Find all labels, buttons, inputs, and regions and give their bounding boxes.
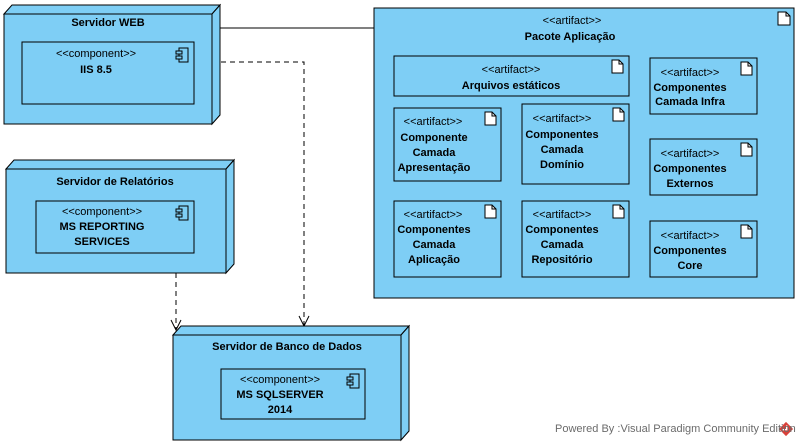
- artifact-componentes-externos[interactable]: <<artifact>> Componentes Externos: [649, 138, 758, 196]
- component-ms-sqlserver[interactable]: <<component>> MS SQLSERVER 2014: [220, 368, 366, 420]
- watermark: Powered By :Visual Paradigm Community Ed…: [555, 423, 796, 435]
- artifact-stereotype: <<artifact>>: [533, 209, 592, 221]
- node-servidor-web[interactable]: Servidor WEB <<component>> IIS 8.5: [2, 3, 222, 126]
- component-iis[interactable]: <<component>> IIS 8.5: [21, 41, 195, 105]
- node-title: Servidor de Banco de Dados: [212, 341, 362, 353]
- artifact-name: Arquivos estáticos: [462, 80, 560, 92]
- artifact-camada-aplicacao[interactable]: <<artifact>> Componentes Camada Aplicaçã…: [393, 200, 502, 278]
- component-name: IIS 8.5: [80, 64, 112, 76]
- watermark-prefix: Powered By: [555, 423, 615, 435]
- artifact-name-line2: Camada: [541, 144, 585, 156]
- artifact-componentes-core[interactable]: <<artifact>> Componentes Core: [649, 220, 758, 278]
- component-name-line1: MS REPORTING: [60, 221, 145, 233]
- artifact-stereotype: <<artifact>>: [661, 67, 720, 79]
- artifact-camada-infra[interactable]: <<artifact>> Componentes Camada Infra: [649, 57, 758, 115]
- artifact-name-line2: Camada: [413, 239, 457, 251]
- watermark-separator: :: [617, 423, 621, 435]
- node-servidor-banco-dados[interactable]: Servidor de Banco de Dados <<component>>…: [171, 324, 411, 442]
- artifact-icon: [611, 59, 624, 74]
- component-name-line2: SERVICES: [74, 236, 129, 248]
- node-servidor-relatorios[interactable]: Servidor de Relatórios <<component>> MS …: [4, 158, 236, 275]
- package-title: Pacote Aplicação: [525, 31, 616, 43]
- artifact-name-line3: Apresentação: [398, 162, 471, 174]
- artifact-name-line1: Componentes: [397, 224, 470, 236]
- component-icon: [175, 205, 189, 221]
- package-stereotype: <<artifact>>: [543, 15, 602, 27]
- artifact-name-line2: Externos: [666, 178, 713, 190]
- node-title: Servidor WEB: [71, 17, 144, 29]
- component-stereotype: <<component>>: [62, 206, 142, 218]
- artifact-name-line3: Domínio: [540, 159, 584, 171]
- artifact-stereotype: <<artifact>>: [404, 209, 463, 221]
- component-ms-reporting-services[interactable]: <<component>> MS REPORTING SERVICES: [35, 200, 195, 254]
- dependency-web-db: [194, 61, 304, 326]
- watermark-product: Visual Paradigm Community Edition: [620, 423, 796, 435]
- artifact-name-line1: Componentes: [653, 163, 726, 175]
- component-icon: [175, 47, 189, 63]
- node-title: Servidor de Relatórios: [56, 176, 173, 188]
- artifact-icon: [740, 224, 753, 239]
- component-name-line2: 2014: [268, 404, 293, 416]
- artifact-name-line1: Componentes: [525, 129, 598, 141]
- artifact-icon: [612, 204, 625, 219]
- artifact-stereotype: <<artifact>>: [661, 148, 720, 160]
- artifact-name-line1: Componentes: [653, 245, 726, 257]
- artifact-stereotype: <<artifact>>: [533, 113, 592, 125]
- vp-logo-icon: [778, 421, 794, 437]
- artifact-stereotype: <<artifact>>: [482, 64, 541, 76]
- artifact-name-line2: Camada: [413, 147, 457, 159]
- artifact-camada-repositorio[interactable]: <<artifact>> Componentes Camada Repositó…: [521, 200, 630, 278]
- artifact-name-line1: Componente: [400, 132, 467, 144]
- artifact-name-line1: Componentes: [525, 224, 598, 236]
- artifact-stereotype: <<artifact>>: [661, 230, 720, 242]
- component-stereotype: <<component>>: [56, 48, 136, 60]
- component-name-line1: MS SQLSERVER: [236, 389, 323, 401]
- artifact-stereotype: <<artifact>>: [404, 116, 463, 128]
- artifact-camada-apresentacao[interactable]: <<artifact>> Componente Camada Apresenta…: [393, 107, 502, 182]
- artifact-name-line2: Camada Infra: [655, 96, 726, 108]
- artifact-name-line1: Componentes: [653, 82, 726, 94]
- artifact-icon: [740, 142, 753, 157]
- artifact-icon: [484, 204, 497, 219]
- artifact-name-line3: Aplicação: [408, 254, 460, 266]
- artifact-name-line3: Repositório: [531, 254, 592, 266]
- artifact-icon: [484, 111, 497, 126]
- component-stereotype: <<component>>: [240, 374, 320, 386]
- artifact-icon: [777, 11, 791, 26]
- component-icon: [346, 373, 360, 389]
- artifact-icon: [612, 107, 625, 122]
- artifact-camada-dominio[interactable]: <<artifact>> Componentes Camada Domínio: [521, 103, 630, 185]
- artifact-name-line2: Core: [677, 260, 702, 272]
- artifact-arquivos-estaticos[interactable]: <<artifact>> Arquivos estáticos: [393, 55, 630, 97]
- artifact-icon: [740, 61, 753, 76]
- artifact-name-line2: Camada: [541, 239, 585, 251]
